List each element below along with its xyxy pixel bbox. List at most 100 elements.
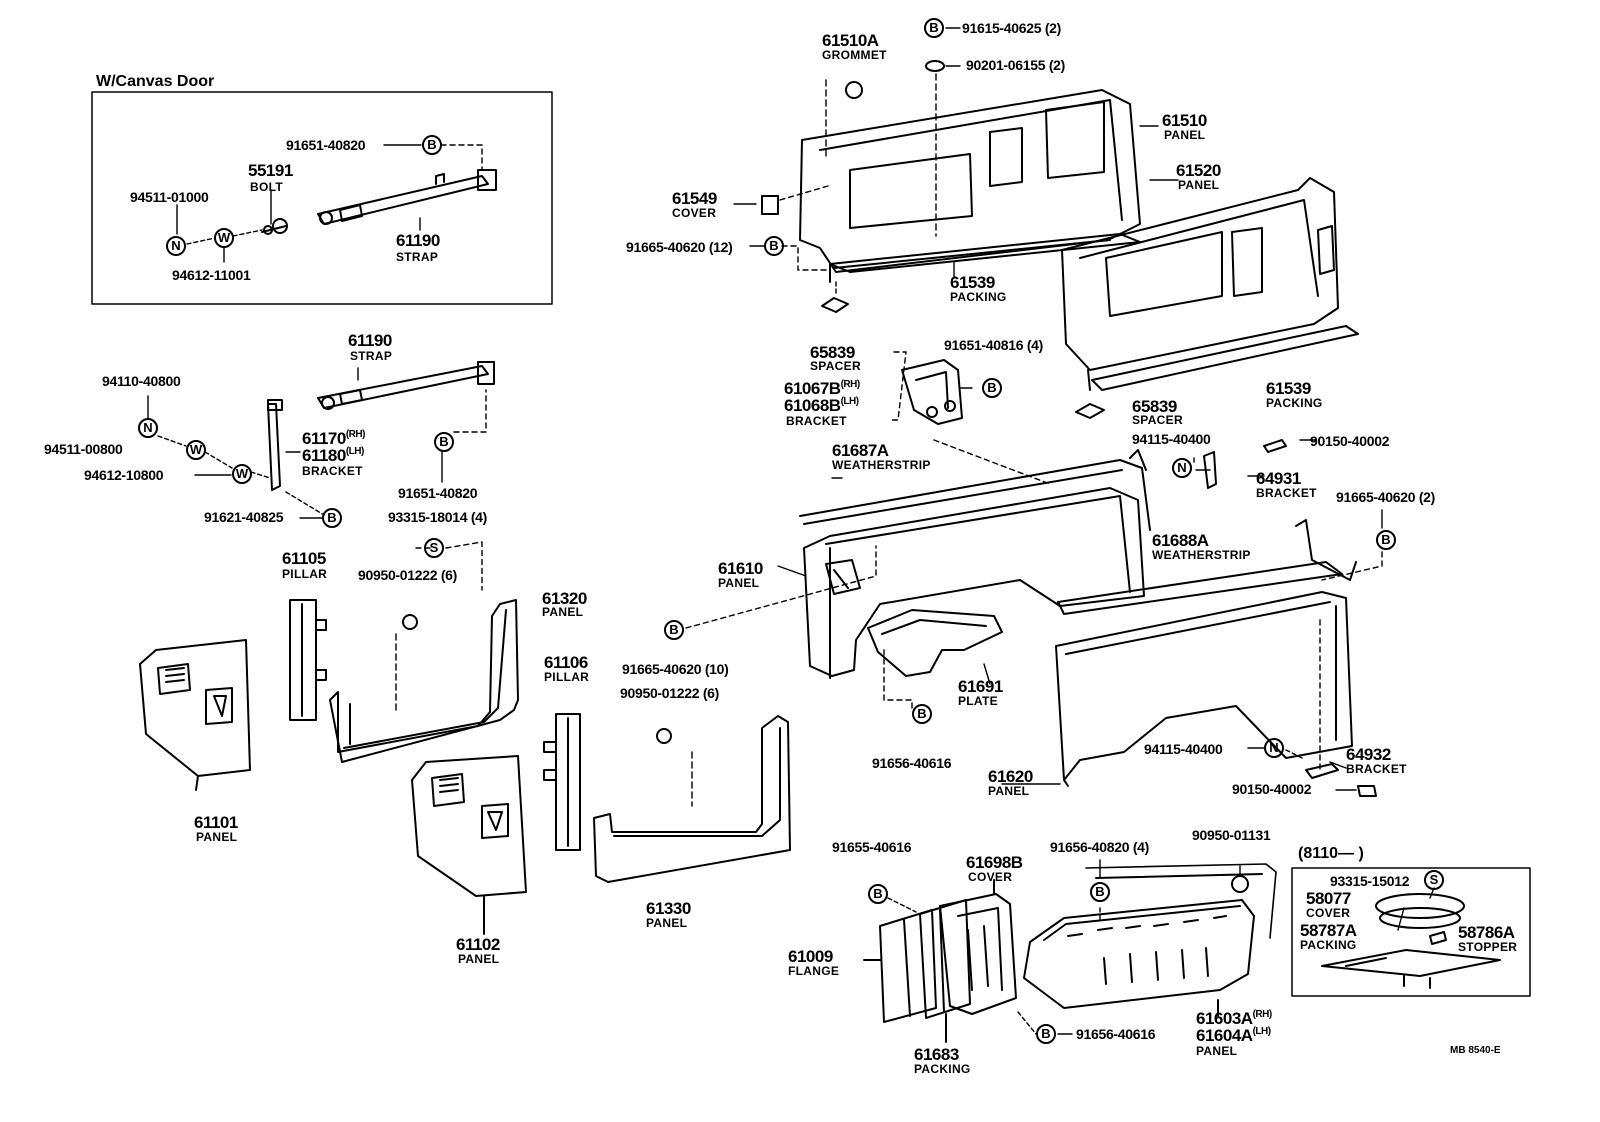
panel-61603a-side: (RH) bbox=[1252, 1009, 1273, 1020]
weatherstrip-61687a-name: WEATHERSTRIP bbox=[832, 458, 931, 472]
strap-61190-drawing bbox=[317, 361, 495, 410]
inset-cover-title: (8110— ) bbox=[1298, 845, 1364, 862]
packing-58787a-name: PACKING bbox=[1300, 938, 1357, 952]
nut-n-mark-body-b: N bbox=[1264, 738, 1284, 758]
bolt-55191-drawing bbox=[261, 218, 288, 235]
packing-61539b-number: 61539 bbox=[1266, 379, 1311, 398]
flange-61009-drawing bbox=[863, 909, 937, 1023]
bottom-trim-drawing bbox=[1085, 863, 1277, 939]
nut-94115-40400-code: 94115-40400 bbox=[1132, 431, 1211, 447]
weatherstrip-61687a-drawing bbox=[799, 449, 1151, 531]
inset-door-frame bbox=[91, 91, 553, 305]
figure-code: MB 8540-E bbox=[1450, 1045, 1501, 1056]
plug-90950-drawing bbox=[1231, 865, 1249, 893]
panel-61520-name: PANEL bbox=[1178, 178, 1220, 192]
panel-61603a-code: 61603A bbox=[1196, 1009, 1253, 1028]
bracket-64931-number: 64931 bbox=[1256, 469, 1301, 488]
panel-61604a-number: 61604A(LH) bbox=[1196, 1026, 1271, 1045]
spacer-65839b-name: SPACER bbox=[1132, 413, 1183, 427]
grommet-61510a-number: 61510A bbox=[822, 31, 879, 50]
panel-61520-number: 61520 bbox=[1176, 161, 1221, 180]
nut-n-mark-side: N bbox=[138, 418, 158, 438]
bracket-61067b-side: (RH) bbox=[840, 379, 861, 390]
nut-n-mark-body: N bbox=[1172, 458, 1192, 478]
panel-61320-name: PANEL bbox=[542, 605, 584, 619]
bracket-61068b-side: (LH) bbox=[840, 396, 860, 407]
plate-61691-number: 61691 bbox=[958, 677, 1003, 696]
cover-61549-name: COVER bbox=[672, 206, 717, 220]
strap-61190-inset-name: STRAP bbox=[396, 250, 439, 264]
bolt-55191-number: 55191 bbox=[248, 161, 293, 180]
panel-61604a-code: 61604A bbox=[1196, 1026, 1253, 1045]
bolt-90150-40002-code: 90150-40002 bbox=[1310, 433, 1390, 449]
panel-61330-name: PANEL bbox=[646, 916, 688, 930]
panel-61102-name: PANEL bbox=[458, 952, 500, 966]
bracket-64932-number: 64932 bbox=[1346, 745, 1391, 764]
bolt-b-mark: B bbox=[422, 135, 442, 155]
grommet-61510a-drawing bbox=[825, 79, 863, 161]
panel-61620-drawing bbox=[1055, 591, 1353, 787]
panel-61102-drawing bbox=[411, 755, 527, 935]
stopper-58786a-number: 58786A bbox=[1458, 923, 1515, 942]
washer-90201-06155-code: 90201-06155 (2) bbox=[966, 57, 1066, 73]
bolt-90150-40002-b-code: 90150-40002 bbox=[1232, 781, 1312, 797]
pillar-61106-name: PILLAR bbox=[544, 670, 590, 684]
bracket-61068b-code: 61068B bbox=[784, 396, 841, 415]
nut-n-mark: N bbox=[166, 236, 186, 256]
bolt-b-mark-655: B bbox=[868, 884, 888, 904]
washer-94612-11001-code: 94612-11001 bbox=[172, 267, 251, 283]
bolt-b-mark-bottom: B bbox=[1036, 1024, 1056, 1044]
panel-61610-name: PANEL bbox=[718, 576, 760, 590]
bolt-91665-40620-12-code: 91665-40620 (12) bbox=[626, 239, 733, 255]
clip-90950-drawing bbox=[395, 614, 418, 713]
bracket-61170-number: 61170(RH) bbox=[302, 429, 365, 448]
washer-94511-00800-code: 94511-00800 bbox=[44, 441, 123, 457]
body-leaders bbox=[685, 439, 1383, 791]
washer-w-mark-1: W bbox=[186, 440, 206, 460]
bracket-61067b-number: 61067B(RH) bbox=[784, 379, 861, 398]
panel-61320-number: 61320 bbox=[542, 589, 587, 608]
screw-93315-15012-code: 93315-15012 bbox=[1330, 873, 1410, 889]
bracket-61180-number: 61180(LH) bbox=[302, 447, 364, 465]
cover-61698b-name: COVER bbox=[968, 870, 1013, 884]
strap-61190-number: 61190 bbox=[348, 331, 392, 350]
spacer-65839b-number: 65839 bbox=[1132, 397, 1177, 416]
panel-61101-name: PANEL bbox=[196, 830, 238, 844]
inset-door-title: W/Canvas Door bbox=[96, 73, 215, 90]
panel-61320-drawing bbox=[329, 599, 519, 763]
bolt-b-mark-side-upper: B bbox=[434, 432, 454, 452]
bracket-61170-name: BRACKET bbox=[302, 464, 363, 478]
panel-61330-drawing bbox=[593, 715, 791, 883]
packing-61539-number: 61539 bbox=[950, 273, 995, 292]
cover-58077-number: 58077 bbox=[1306, 889, 1351, 908]
spacer-65839-number: 65839 bbox=[810, 343, 855, 362]
panel-61510-name: PANEL bbox=[1164, 128, 1206, 142]
bracket-61170-code: 61170 bbox=[302, 429, 346, 448]
weatherstrip-61688a-drawing bbox=[1057, 519, 1357, 615]
nut-94115-40400-b-code: 94115-40400 bbox=[1144, 741, 1223, 757]
panel-61610-number: 61610 bbox=[718, 559, 763, 578]
cover-61549-number: 61549 bbox=[672, 189, 717, 208]
grommet-61510a-name: GROMMET bbox=[822, 48, 887, 62]
bolt-91651-40820-code: 91651-40820 bbox=[398, 485, 478, 501]
packing-61539b-name: PACKING bbox=[1266, 396, 1323, 410]
panel-61510-number: 61510 bbox=[1162, 111, 1207, 130]
flange-61009-name: FLANGE bbox=[788, 964, 840, 978]
cover-61698b-drawing bbox=[887, 879, 1017, 1015]
bolt-b-mark-816: B bbox=[982, 378, 1002, 398]
panel-61102-number: 61102 bbox=[456, 935, 500, 954]
bolt-55191-name: BOLT bbox=[250, 180, 283, 194]
panel-61101-drawing bbox=[139, 639, 251, 791]
pillar-61105-drawing bbox=[289, 599, 327, 721]
panel-61603a-number: 61603A(RH) bbox=[1196, 1009, 1273, 1028]
bolt-91651-40820-inset-code: 91651-40820 bbox=[286, 137, 366, 153]
spacer-65839b-drawing bbox=[1075, 403, 1105, 419]
screw-s-mark-inset: S bbox=[1424, 870, 1444, 890]
bolt-91665-40620-10-code: 91665-40620 (10) bbox=[622, 661, 729, 677]
bracket-61067b-code: 61067B bbox=[784, 379, 841, 398]
packing-61683-number: 61683 bbox=[914, 1045, 959, 1064]
side-leaders bbox=[147, 367, 487, 591]
bolt-b-mark-top: B bbox=[924, 18, 944, 38]
strap-61190-name: STRAP bbox=[350, 349, 393, 363]
